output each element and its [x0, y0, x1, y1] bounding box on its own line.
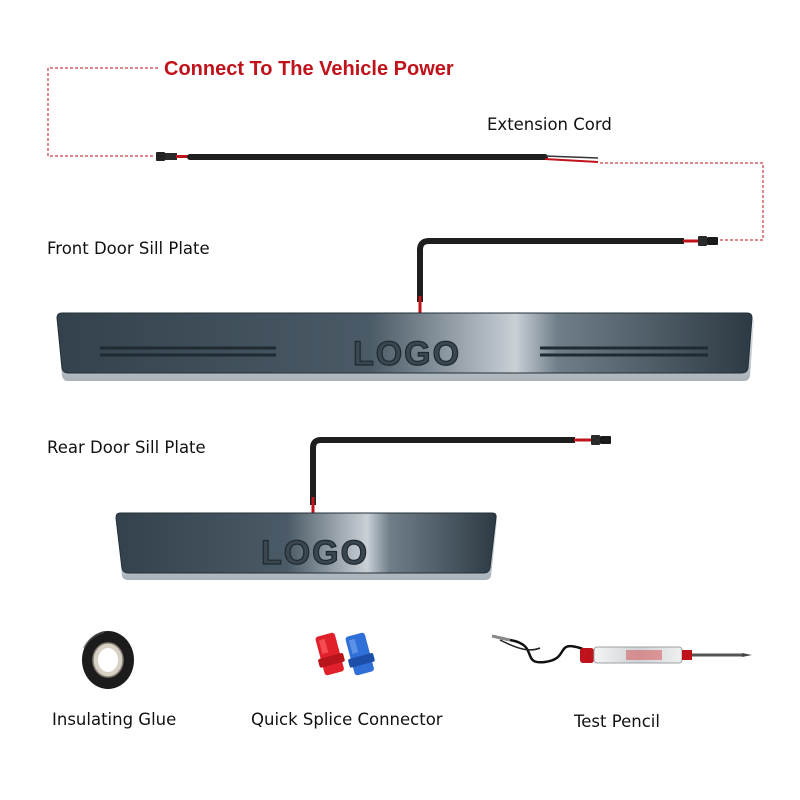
rear-plate-cable	[310, 435, 611, 513]
front-plate-label: Front Door Sill Plate	[47, 239, 210, 258]
splice-connector-icon	[315, 632, 375, 676]
rear-door-sill-plate: LOGO	[115, 512, 497, 580]
plug-tip	[707, 237, 718, 245]
plug-body	[165, 153, 177, 160]
test-lead-wire	[509, 638, 590, 664]
rear-plate-face	[115, 512, 497, 574]
power-dashed-line	[47, 67, 158, 157]
front-plate-cable	[417, 236, 718, 313]
power-connection-title: Connect To The Vehicle Power	[164, 58, 454, 80]
insulating-glue-label: Insulating Glue	[52, 710, 177, 729]
connector-plug-icon	[591, 435, 600, 445]
front-plate-grooves	[100, 346, 708, 357]
tape-roll-icon	[82, 631, 134, 689]
black-lead-wire	[544, 155, 599, 159]
front-plate-face	[56, 312, 753, 374]
test-pencil-label: Test Pencil	[574, 712, 660, 731]
link-dashed-line	[600, 162, 764, 241]
front-cable	[417, 238, 684, 302]
connector-plug-icon	[698, 236, 707, 246]
rear-plate-logo: LOGO	[261, 534, 369, 572]
alligator-clip	[491, 634, 511, 642]
rear-plate-label: Rear Door Sill Plate	[47, 438, 206, 457]
pencil-cap	[580, 648, 594, 663]
test-pencil-icon	[491, 634, 752, 664]
quick-splice-label: Quick Splice Connector	[251, 710, 443, 729]
extension-cord	[156, 152, 599, 163]
front-door-sill-plate: LOGO	[56, 312, 754, 381]
rear-cable	[310, 437, 575, 505]
dashed-connection-lines	[47, 67, 764, 241]
connector-plug-icon	[156, 152, 165, 161]
plug-tip	[600, 436, 611, 444]
red-lead-wire	[544, 158, 599, 163]
extension-cord-label: Extension Cord	[487, 115, 612, 134]
front-plate-logo: LOGO	[353, 335, 461, 373]
